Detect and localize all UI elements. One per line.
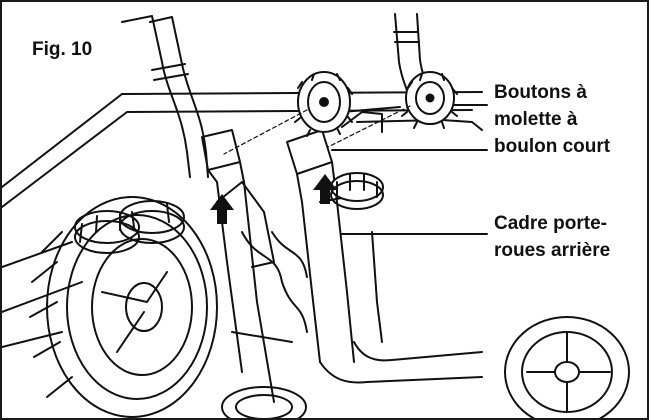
- callout-knobs-label: Boutons à molette à boulon court: [494, 79, 610, 160]
- handle-tube-left: [121, 15, 209, 178]
- rear-wheel-right: [504, 316, 630, 418]
- tines: [231, 231, 308, 343]
- callout-frame-line-1: Cadre porte-: [494, 213, 607, 234]
- callout-knobs-line-1: Boutons à: [494, 82, 587, 103]
- post-right: [286, 129, 483, 384]
- callout-knobs-line-3: boulon court: [494, 136, 611, 157]
- left-frame-rails: [2, 91, 483, 348]
- up-arrow-icon: [210, 194, 234, 224]
- right-rail: [341, 106, 483, 133]
- left-wheel: [29, 196, 218, 418]
- callout-knobs-line-2: molette à: [494, 109, 578, 130]
- star-knob-center: [294, 71, 353, 137]
- post-left: [201, 129, 275, 403]
- rear-wheel-bottom: [221, 386, 307, 418]
- figure-title: Fig. 10: [32, 39, 93, 60]
- up-arrow-icon-2: [313, 174, 337, 204]
- star-knob-lower: [330, 172, 384, 210]
- alignment-lines: [223, 105, 411, 155]
- leader-lines: [331, 104, 488, 235]
- callout-frame-line-2: roues arrière: [494, 240, 611, 261]
- star-knob-right: [401, 71, 458, 129]
- left-knobs: [74, 200, 185, 254]
- callout-frame-label: Cadre porte- roues arrière: [494, 210, 610, 264]
